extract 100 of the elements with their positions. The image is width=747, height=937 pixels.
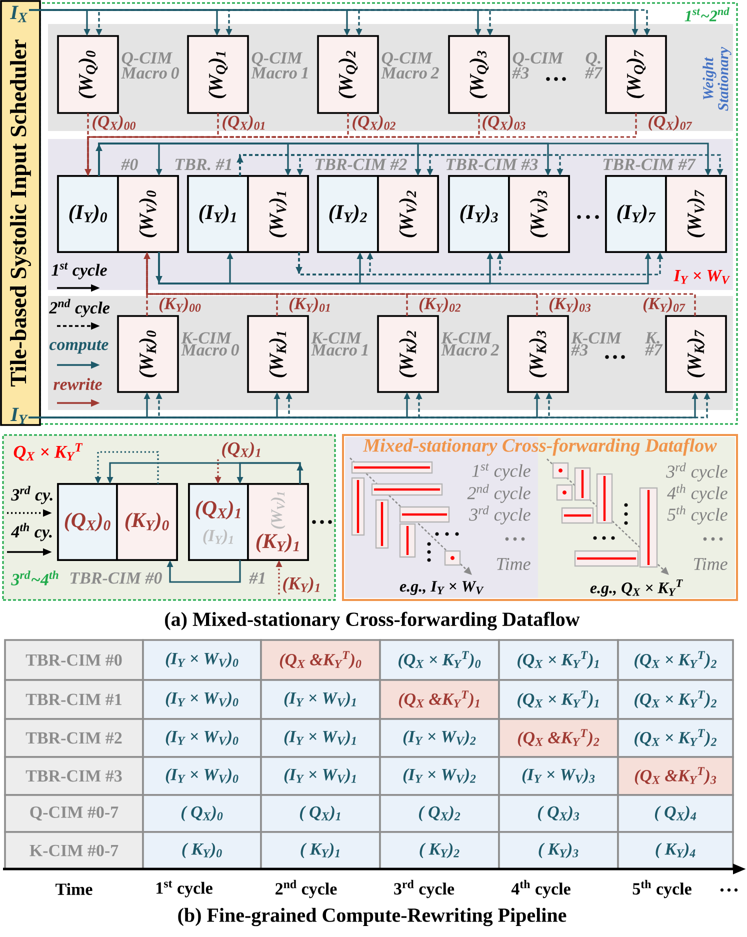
- macro-label: Q. #7: [585, 52, 603, 78]
- example-label: e.g., I$_{Y}$ × W$_{V}$: [400, 581, 484, 595]
- caption: (b) Fine-grained Compute-Rewriting Pipeline: [178, 908, 566, 926]
- macro-box: (W$_{Q}$)$_{7}$: [605, 35, 667, 114]
- table-cell: ( K$_{Y}$)$_{0}$: [142, 831, 262, 870]
- table-cell: ( K$_{Y}$)$_{2}$: [379, 831, 500, 870]
- faded-label: (I$_{Y}$)$_{1}$: [203, 529, 233, 545]
- edge-label: (K$_{Y}$)$_{07}$: [643, 297, 686, 313]
- macro-box: (W$_{K}$)$_{3}$: [507, 315, 569, 393]
- table-cell: (Q$_{X}$ &K$_{Y}$$^{T}$)$_{1}$: [379, 679, 500, 720]
- input-label: I$_{Y}$: [10, 408, 28, 424]
- table-cell: (Q$_{X}$ × K$_{Y}$$^{T}$)$_{1}$: [498, 639, 619, 681]
- macro-label: K-CIM Macro 0: [180, 332, 239, 356]
- row-header: TBR-CIM #2: [4, 718, 144, 758]
- macro-box: (W$_{Q}$)$_{2}$: [317, 35, 379, 114]
- macro-box: (W$_{Q}$)$_{3}$: [448, 35, 510, 114]
- signal-label: (K$_{Y}$)$_{1}$: [283, 576, 320, 594]
- edge-label: (K$_{Y}$)$_{03}$: [549, 297, 591, 313]
- cycle-label: 4$^{th}$ cycle: [667, 484, 728, 503]
- cycle-label: 3$^{rd}$ cycle: [666, 462, 728, 482]
- table-cell: (I$_{Y}$ × W$_{V}$)$_{2}$: [379, 756, 500, 796]
- cycle-label: 2$^{nd}$ cycle: [467, 484, 530, 503]
- tile-half: (I$_{Y}$)$_{1}$: [187, 175, 249, 253]
- legend-label: 3$^{rd}$ cy.: [11, 486, 52, 504]
- formula-label: Q$_{X}$ × K$_{Y}$T: [14, 443, 83, 461]
- band-label: I$_{Y}$ × W$_{V}$: [674, 270, 730, 284]
- example-label: e.g., Q$_{X}$ × K$_{Y}$T: [590, 580, 683, 596]
- edge-label: (Q$_{X}$)$_{02}$: [352, 115, 396, 131]
- table-cell: (Q$_{X}$ × K$_{Y}$$^{T}$)$_{0}$: [379, 639, 500, 681]
- legend-label: 4$^{th}$ cy.: [10, 522, 52, 542]
- tile-heading: #0: [121, 158, 138, 170]
- edge-label: (K$_{Y}$)$_{01}$: [289, 297, 330, 313]
- macro-label: K-CIM #3: [571, 332, 622, 356]
- table-cell: (I$_{Y}$ × W$_{V}$)$_{1}$: [260, 756, 381, 796]
- axis-label: 4$^{th}$ cycle: [511, 880, 570, 898]
- axis-label: 2$^{nd}$ cycle: [276, 880, 337, 898]
- edge-label: (Q$_{X}$)$_{03}$: [482, 115, 526, 131]
- tile-half: (I$_{Y}$)$_{2}$: [317, 175, 379, 253]
- table-cell: (I$_{Y}$ × W$_{V}$)$_{0}$: [142, 718, 262, 758]
- cycle-label: 5$^{th}$ cycle: [667, 506, 728, 524]
- macro-label: Q-CIM Macro 2: [380, 52, 439, 79]
- table-cell: ( K$_{Y}$)$_{4}$: [617, 831, 734, 870]
- axis-label: 1$^{st}$ cycle: [156, 880, 212, 898]
- tile-half: (W$_{V}$)$_{7}$: [665, 175, 727, 253]
- time-label: Time: [496, 558, 530, 570]
- input-label: I$_{X}$: [10, 6, 28, 22]
- band-label: Weight Stationary: [702, 46, 732, 111]
- legend-label: 1$^{st}$ cycle: [52, 262, 107, 280]
- tile-heading: TBR-CIM #0: [70, 572, 162, 584]
- faded-label: (W$_{V}$)$_{1}$: [270, 492, 286, 529]
- macro-box: (W$_{K}$)$_{0}$: [117, 315, 179, 393]
- macro-label: Q-CIM Macro 1: [250, 52, 308, 79]
- edge-label: (Q$_{X}$)$_{00}$: [92, 115, 136, 131]
- tile-heading: TBR-CIM #3: [446, 158, 538, 170]
- tile-half: (W$_{V}$)$_{0}$: [117, 175, 179, 253]
- table-cell: (Q$_{X}$ × K$_{Y}$$^{T}$)$_{2}$: [617, 718, 734, 758]
- edge-label: (Q$_{X}$)$_{07}$: [648, 115, 692, 131]
- macro-box: (W$_{K}$)$_{7}$: [665, 315, 727, 393]
- macro-label: K. #7: [645, 332, 663, 356]
- cycle-label: 3$^{rd}$ cycle: [469, 506, 530, 524]
- table-cell: (I$_{Y}$ × W$_{V}$)$_{1}$: [260, 718, 381, 758]
- tile-half: (K$_{Y}$)$_{0}$: [116, 483, 178, 561]
- table-cell: (I$_{Y}$ × W$_{V}$)$_{0}$: [142, 639, 262, 681]
- table-cell: (Q$_{X}$ × K$_{Y}$$^{T}$)$_{2}$: [617, 679, 734, 720]
- macro-box: (W$_{Q}$)$_{1}$: [187, 35, 249, 114]
- table-cell: (I$_{Y}$ × W$_{V}$)$_{3}$: [498, 756, 619, 796]
- edge-label: (K$_{Y}$)$_{02}$: [419, 297, 461, 313]
- tile-half: (W$_{V}$)$_{1}$: [247, 175, 309, 253]
- table-cell: ( Q$_{X}$)$_{4}$: [617, 794, 734, 833]
- legend-label: rewrite: [54, 378, 102, 390]
- table-cell: (Q$_{X}$ × K$_{Y}$$^{T}$)$_{1}$: [498, 679, 619, 720]
- table-cell: (I$_{Y}$ × W$_{V}$)$_{0}$: [142, 679, 262, 720]
- signal-label: (Q$_{X}$)$_{1}$: [222, 442, 260, 458]
- macro-box: (W$_{K}$)$_{2}$: [377, 315, 439, 393]
- tile-half: (I$_{Y}$)$_{7}$: [605, 175, 667, 253]
- table-cell: (I$_{Y}$ × W$_{V}$)$_{1}$: [260, 679, 381, 720]
- table-cell: ( K$_{Y}$)$_{3}$: [498, 831, 619, 870]
- tile-half: (Q$_{X}$)$_{0}$: [57, 483, 118, 561]
- row-header: TBR-CIM #0: [4, 639, 144, 681]
- axis-label: 3$^{rd}$ cycle: [394, 880, 454, 898]
- region-label: 1$^{st}$~2$^{nd}$: [684, 7, 730, 22]
- axis-label: Time: [56, 883, 92, 895]
- macro-box: (W$_{Q}$)$_{0}$: [57, 35, 119, 114]
- macro-box: (W$_{K}$)$_{1}$: [247, 315, 309, 393]
- table-cell: ( K$_{Y}$)$_{1}$: [260, 831, 381, 870]
- panel-title: Mixed-stationary Cross-forwarding Dataflow: [362, 438, 717, 456]
- macro-label: K-CIM Macro 2: [440, 332, 499, 356]
- macro-label: K-CIM Macro 1: [310, 332, 368, 356]
- region-label: 3$^{rd}$~4$^{th}$: [11, 570, 58, 586]
- tile-heading: TBR-CIM #2: [315, 158, 407, 170]
- macro-label: Q-CIM #3: [512, 52, 564, 79]
- macro-label: Q-CIM Macro 0: [120, 52, 179, 79]
- table-cell: ( Q$_{X}$)$_{2}$: [379, 794, 500, 833]
- table-cell: (Q$_{X}$ × K$_{Y}$$^{T}$)$_{2}$: [617, 639, 734, 681]
- table-cell: ( Q$_{X}$)$_{1}$: [260, 794, 381, 833]
- tile-heading: TBR-CIM #7: [603, 158, 696, 170]
- tile-heading: #1: [249, 572, 264, 584]
- tile-half: (W$_{V}$)$_{3}$: [508, 175, 570, 253]
- tile-heading: TBR. #1: [175, 158, 232, 170]
- table-cell: ( Q$_{X}$)$_{0}$: [142, 794, 262, 833]
